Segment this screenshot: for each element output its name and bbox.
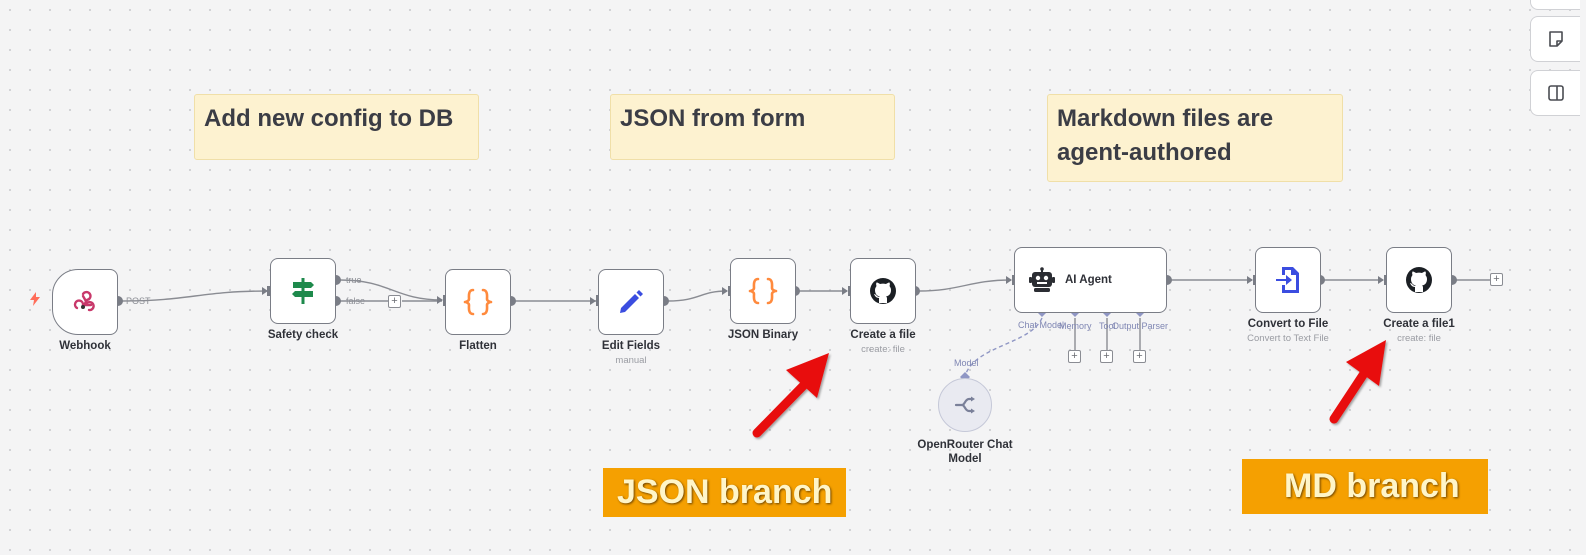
side-panel-top-button[interactable] <box>1530 0 1580 10</box>
node-webhook[interactable] <box>52 269 118 335</box>
node-label-ai-agent: AI Agent <box>1065 274 1112 286</box>
add-memory-button[interactable]: + <box>1068 350 1081 363</box>
github-icon <box>870 278 896 304</box>
node-label-create-file: Create a file <box>850 329 916 341</box>
node-label-webhook: Webhook <box>59 340 111 352</box>
node-label-convert-to-file: Convert to File <box>1247 318 1329 330</box>
node-subtitle-edit-fields: manual <box>615 355 647 366</box>
trigger-bolt-icon <box>30 292 40 306</box>
code-braces-icon <box>463 288 493 316</box>
add-node-false-button[interactable]: + <box>388 295 401 308</box>
slot-label-output-parser: Output Parser <box>1112 321 1169 331</box>
port-label-false: false <box>346 296 366 306</box>
github-icon <box>1406 267 1432 293</box>
node-create-file1[interactable] <box>1386 247 1452 313</box>
port-label-true: true <box>346 275 362 285</box>
node-label-safety-check: Safety check <box>267 329 339 341</box>
node-subtitle-create-file1: create: file <box>1397 333 1441 344</box>
node-label-create-file1: Create a file1 <box>1383 318 1455 330</box>
node-json-binary[interactable] <box>730 258 796 324</box>
sticky-note-text: Markdown files are <box>1057 105 1274 132</box>
node-subtitle-convert-to-file: Convert to Text File <box>1247 333 1329 344</box>
slot-label-tool: Tool <box>1099 321 1116 331</box>
pencil-icon <box>620 290 643 313</box>
node-label-edit-fields: Edit Fields <box>601 340 661 352</box>
annotation-text: MD branch <box>1284 467 1460 505</box>
node-label-openrouter-line2: Model <box>948 453 982 465</box>
sticky-note-json-from-form[interactable]: JSON from form <box>610 94 895 160</box>
slot-label-model: Model <box>954 358 979 368</box>
node-safety-check[interactable] <box>270 258 336 324</box>
node-flatten[interactable] <box>445 269 511 335</box>
annotation-json-branch: JSON branch <box>603 468 846 517</box>
add-node-end-button[interactable]: + <box>1490 273 1503 286</box>
panel-layout-icon <box>1547 85 1564 101</box>
add-sticky-note-button[interactable] <box>1530 16 1580 62</box>
annotation-text: JSON branch <box>617 473 833 511</box>
node-label-flatten: Flatten <box>459 340 497 352</box>
node-ai-agent[interactable]: AI Agent <box>1014 247 1167 313</box>
add-output-parser-button[interactable]: + <box>1133 350 1146 363</box>
add-tool-button[interactable]: + <box>1100 350 1113 363</box>
sticky-note-markdown[interactable]: Markdown files are agent-authored <box>1047 94 1343 182</box>
webhook-icon <box>73 290 95 312</box>
sticky-note-add-config[interactable]: Add new config to DB <box>194 94 479 160</box>
node-subtitle-create-file: create: file <box>861 344 905 355</box>
signpost-icon <box>292 278 314 304</box>
node-openrouter-chat-model[interactable] <box>938 378 992 432</box>
slot-label-chat-model: Chat Model <box>1018 320 1065 330</box>
node-create-file[interactable] <box>850 258 916 324</box>
node-convert-to-file[interactable] <box>1255 247 1321 313</box>
sticky-note-text: agent-authored <box>1057 139 1232 166</box>
slot-label-memory: Memory <box>1059 321 1092 331</box>
node-label-openrouter-line1: OpenRouter Chat <box>917 439 1013 451</box>
annotation-md-branch: MD branch <box>1242 459 1488 514</box>
sticky-note-icon <box>1548 31 1563 47</box>
robot-icon <box>1029 267 1055 292</box>
code-braces-icon <box>748 277 778 305</box>
sticky-note-text: JSON from form <box>620 105 806 132</box>
openrouter-icon <box>954 396 975 414</box>
toggle-panel-button[interactable] <box>1530 70 1580 116</box>
port-label-post: POST <box>126 296 151 306</box>
node-edit-fields[interactable] <box>598 269 664 335</box>
file-arrow-icon <box>1276 267 1299 293</box>
sticky-note-text: Add new config to DB <box>204 105 454 132</box>
node-label-json-binary: JSON Binary <box>727 329 799 341</box>
